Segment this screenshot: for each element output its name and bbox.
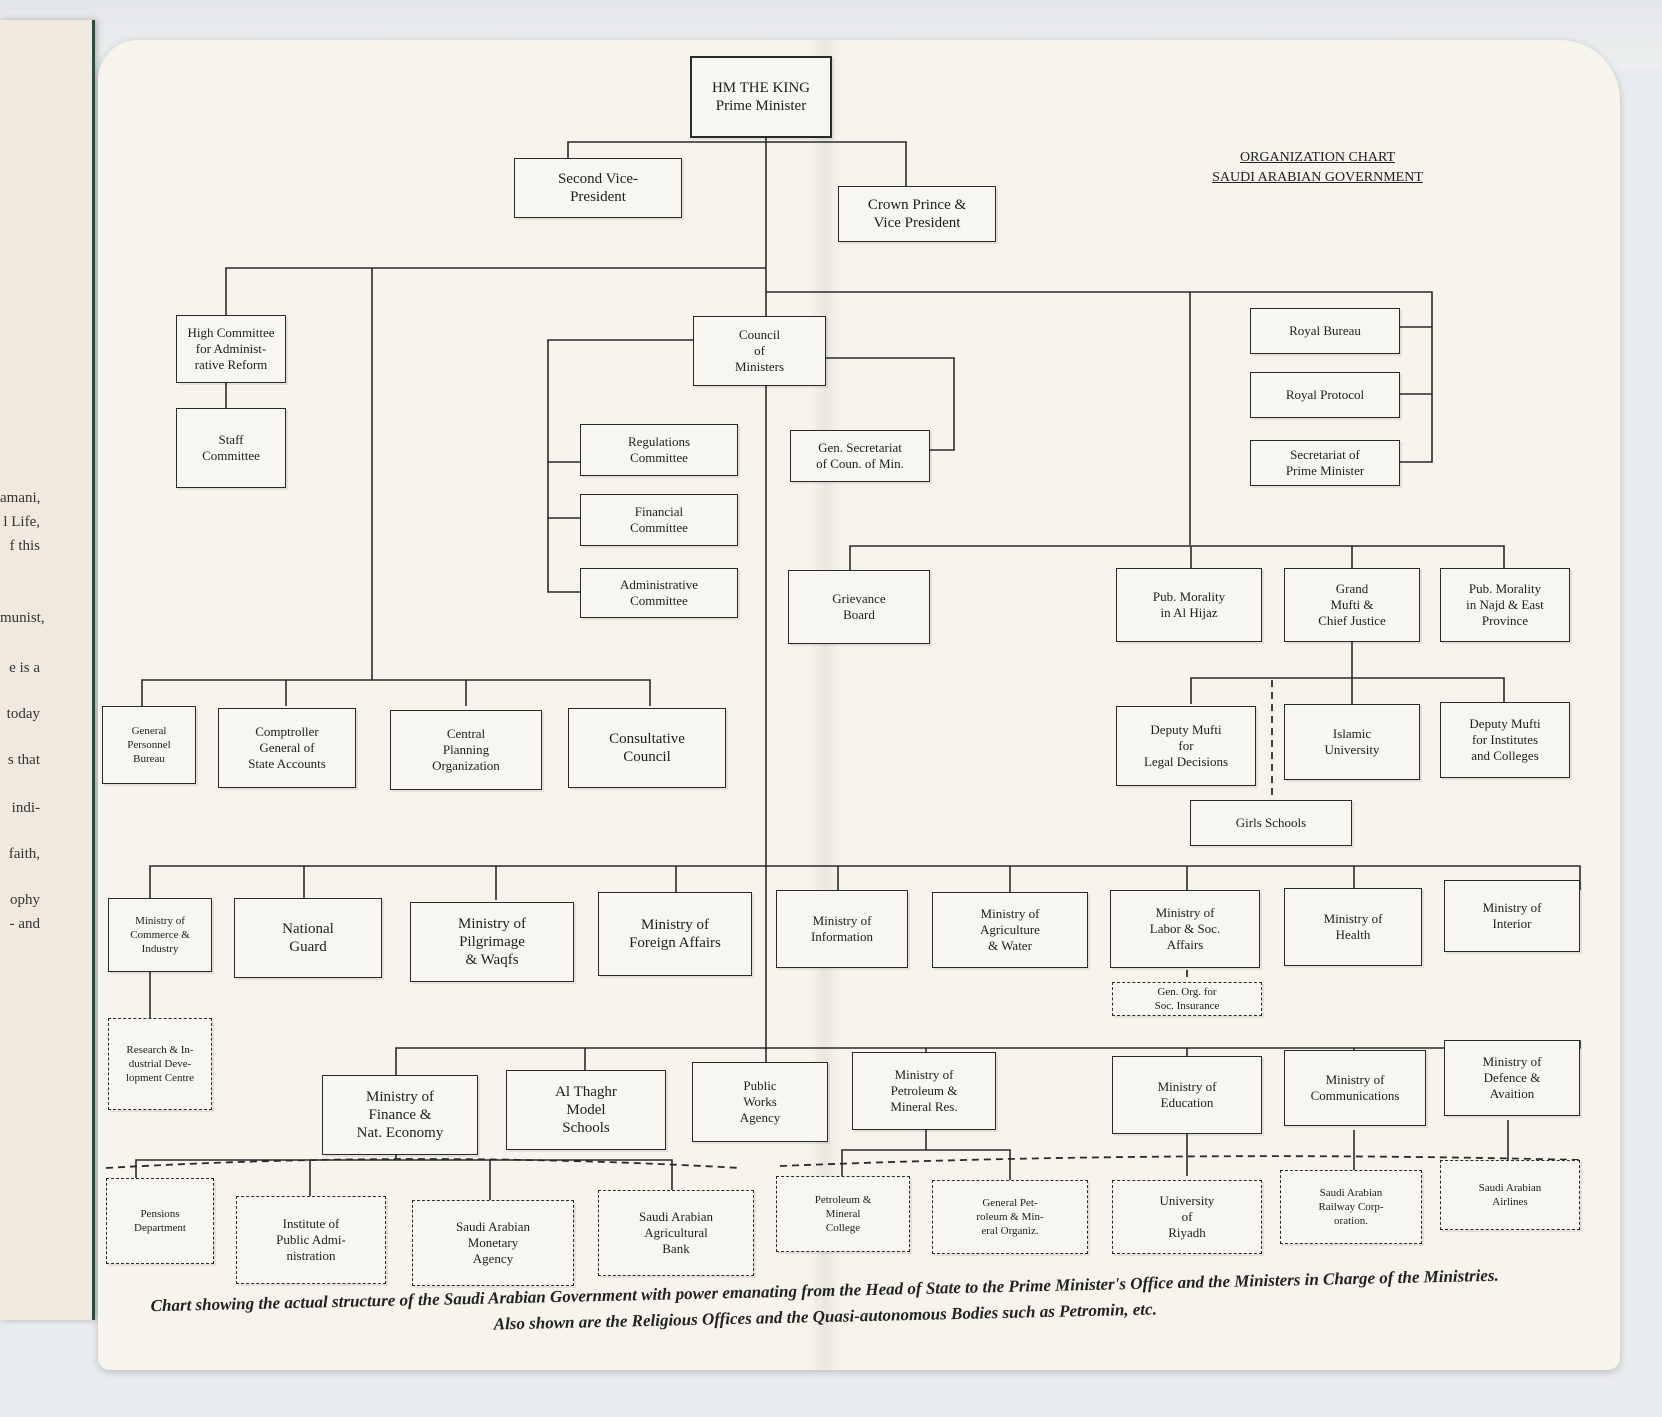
box-grand-mufti: Grand Mufti & Chief Justice — [1284, 568, 1420, 642]
box-high-committee: High Committee for Administ- rative Refo… — [176, 315, 286, 383]
box-deputy-mufti-institutes: Deputy Mufti for Institutes and Colleges — [1440, 702, 1570, 778]
box-gen-secretariat: Gen. Secretariat of Coun. of Min. — [790, 430, 930, 482]
box-financial-committee: Financial Committee — [580, 494, 738, 546]
box-saudi-arabian-airlines: Saudi Arabian Airlines — [1440, 1160, 1580, 1230]
box-ministry-labor: Ministry of Labor & Soc. Affairs — [1110, 890, 1260, 968]
box-ministry-finance: Ministry of Finance & Nat. Economy — [322, 1075, 478, 1155]
left-page-text: today — [6, 706, 40, 722]
left-page-text: - and — [9, 916, 40, 932]
box-ministry-agriculture: Ministry of Agriculture & Water — [932, 892, 1088, 968]
left-page-text: indi- — [11, 800, 40, 816]
left-page-text: e is a — [9, 660, 40, 676]
box-second-vice-president: Second Vice- President — [514, 158, 682, 218]
box-king: HM THE KING Prime Minister — [690, 56, 832, 138]
box-institute-public-administration: Institute of Public Admi- nistration — [236, 1196, 386, 1284]
box-research-development-centre: Research & In- dustrial Deve- lopment Ce… — [108, 1018, 212, 1110]
chart-title-line-2: SAUDI ARABIAN GOVERNMENT — [1212, 170, 1423, 185]
box-ministry-petroleum: Ministry of Petroleum & Mineral Res. — [852, 1052, 996, 1130]
box-saudi-agricultural-bank: Saudi Arabian Agricultural Bank — [598, 1190, 754, 1276]
box-grievance-board: Grievance Board — [788, 570, 930, 644]
box-regulations-committee: Regulations Committee — [580, 424, 738, 476]
box-secretariat-prime-minister: Secretariat of Prime Minister — [1250, 440, 1400, 486]
box-gen-org-social-insurance: Gen. Org. for Soc. Insurance — [1112, 982, 1262, 1016]
left-page-text: faith, — [8, 846, 40, 862]
box-general-petroleum-organization: General Pet- roleum & Min- eral Organiz. — [932, 1180, 1088, 1254]
left-page-text: munist, — [0, 610, 45, 626]
box-petroleum-mineral-college: Petroleum & Mineral College — [776, 1176, 910, 1252]
box-ministry-health: Ministry of Health — [1284, 888, 1422, 966]
box-ministry-defence: Ministry of Defence & Avaition — [1444, 1040, 1580, 1116]
box-ministry-interior: Ministry of Interior — [1444, 880, 1580, 952]
box-public-morality-hijaz: Pub. Morality in Al Hijaz — [1116, 568, 1262, 642]
box-deputy-mufti-legal: Deputy Mufti for Legal Decisions — [1116, 706, 1256, 786]
box-comptroller-general: Comptroller General of State Accounts — [218, 708, 356, 788]
left-page-text: amani, — [0, 490, 41, 506]
box-royal-bureau: Royal Bureau — [1250, 308, 1400, 354]
box-saudi-monetary-agency: Saudi Arabian Monetary Agency — [412, 1200, 574, 1286]
box-saudi-railway-corporation: Saudi Arabian Railway Corp- oration. — [1280, 1170, 1422, 1244]
left-page-text: s that — [7, 752, 40, 768]
box-girls-schools: Girls Schools — [1190, 800, 1352, 846]
box-national-guard: National Guard — [234, 898, 382, 978]
box-al-thaghr-schools: Al Thaghr Model Schools — [506, 1070, 666, 1150]
box-ministry-communications: Ministry of Communications — [1284, 1050, 1426, 1126]
box-pensions-department: Pensions Department — [106, 1178, 214, 1264]
box-consultative-council: Consultative Council — [568, 708, 726, 788]
left-page-text: ophy — [10, 892, 40, 908]
box-ministry-commerce: Ministry of Commerce & Industry — [108, 898, 212, 972]
book-gutter — [810, 40, 840, 1370]
box-ministry-education: Ministry of Education — [1112, 1056, 1262, 1134]
box-administrative-committee: Administrative Committee — [580, 568, 738, 618]
left-page-text: f this — [9, 538, 40, 554]
box-university-of-riyadh: University of Riyadh — [1112, 1180, 1262, 1254]
box-public-morality-najd: Pub. Morality in Najd & East Province — [1440, 568, 1570, 642]
box-ministry-information: Ministry of Information — [776, 890, 908, 968]
box-royal-protocol: Royal Protocol — [1250, 372, 1400, 418]
box-ministry-pilgrimage: Ministry of Pilgrimage & Waqfs — [410, 902, 574, 982]
box-ministry-foreign-affairs: Ministry of Foreign Affairs — [598, 892, 752, 976]
box-crown-prince: Crown Prince & Vice President — [838, 186, 996, 242]
box-general-personnel-bureau: General Personnel Bureau — [102, 706, 196, 784]
box-islamic-university: Islamic University — [1284, 704, 1420, 780]
left-page-text: l Life, — [3, 514, 40, 530]
box-council-of-ministers: Council of Ministers — [693, 316, 826, 386]
box-public-works-agency: Public Works Agency — [692, 1062, 828, 1142]
chart-title: ORGANIZATION CHART SAUDI ARABIAN GOVERNM… — [1205, 148, 1430, 188]
box-central-planning: Central Planning Organization — [390, 710, 542, 790]
chart-title-line-1: ORGANIZATION CHART — [1239, 150, 1396, 165]
left-page: amani, l Life, f this munist, e is a tod… — [0, 20, 95, 1320]
box-staff-committee: Staff Committee — [176, 408, 286, 488]
